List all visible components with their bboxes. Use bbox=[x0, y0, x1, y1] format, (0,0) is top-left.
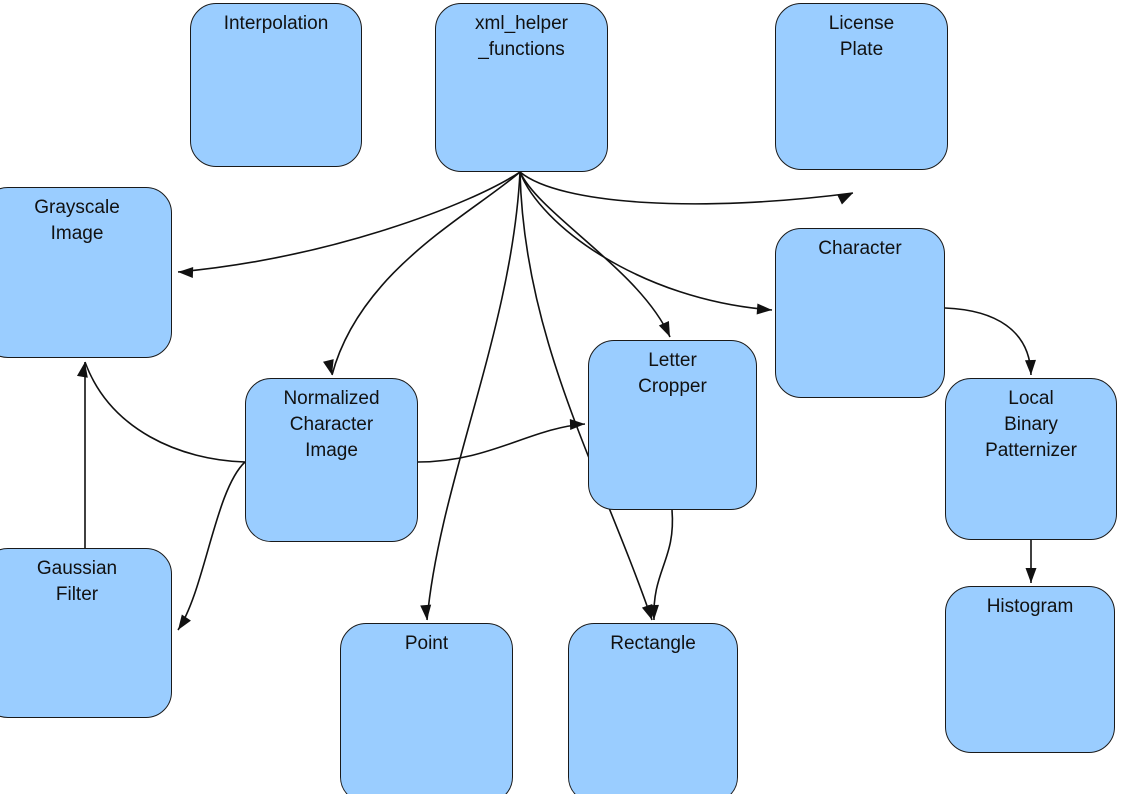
edge-line bbox=[417, 423, 586, 463]
node-xml_helper[interactable]: xml_helper _functions bbox=[435, 3, 608, 172]
arrowhead-icon bbox=[420, 604, 432, 620]
arrowhead-icon bbox=[658, 321, 670, 337]
edge-line bbox=[519, 171, 854, 205]
node-rectangle[interactable]: Rectangle bbox=[568, 623, 738, 794]
edge-normalized-to-gaussian bbox=[177, 461, 246, 631]
node-label-license_plate: License Plate bbox=[828, 13, 895, 60]
arrowhead-icon bbox=[178, 614, 191, 630]
node-label-gaussian: Gaussian Filter bbox=[36, 558, 118, 605]
edge-line bbox=[519, 171, 671, 338]
arrowhead-icon bbox=[641, 604, 653, 620]
edge-xml-to-character bbox=[519, 171, 773, 315]
edge-xml-to-grayscale bbox=[177, 171, 521, 279]
edge-line bbox=[944, 307, 1032, 376]
node-lbp[interactable]: Local Binary Patternizer bbox=[945, 378, 1117, 540]
edge-xml-to-point bbox=[420, 171, 521, 621]
arrowhead-icon bbox=[178, 267, 194, 279]
edge-line bbox=[177, 171, 521, 273]
edge-xml-to-lettercropper bbox=[519, 171, 671, 338]
edge-xml-to-normalized bbox=[323, 171, 521, 376]
edge-lettercropper-to-rectangle bbox=[647, 509, 674, 621]
arrowhead-icon bbox=[837, 193, 853, 205]
edge-line bbox=[426, 171, 521, 621]
node-interpolation[interactable]: Interpolation bbox=[190, 3, 362, 167]
edge-character-to-lbp bbox=[944, 307, 1036, 376]
arrowhead-icon bbox=[76, 362, 88, 378]
node-gaussian[interactable]: Gaussian Filter bbox=[0, 548, 172, 718]
node-label-grayscale: Grayscale Image bbox=[34, 197, 120, 244]
node-label-xml_helper: xml_helper _functions bbox=[475, 13, 568, 60]
node-label-histogram: Histogram bbox=[986, 596, 1074, 617]
arrowhead-icon bbox=[569, 419, 585, 431]
node-label-normalized: Normalized Character Image bbox=[283, 388, 380, 461]
edge-line bbox=[177, 461, 246, 631]
edge-normalized-to-grayscale bbox=[76, 361, 246, 463]
node-grayscale[interactable]: Grayscale Image bbox=[0, 187, 172, 358]
node-label-letter_cropper: Letter Cropper bbox=[638, 350, 707, 397]
edge-normalized-to-lettercropper bbox=[417, 419, 586, 463]
edge-line bbox=[331, 171, 521, 376]
node-letter_cropper[interactable]: Letter Cropper bbox=[588, 340, 757, 510]
edge-line bbox=[519, 171, 773, 311]
edge-lbp-to-histogram bbox=[1025, 540, 1037, 583]
node-label-point: Point bbox=[404, 633, 449, 654]
node-license_plate[interactable]: License Plate bbox=[775, 3, 948, 170]
edge-line bbox=[84, 361, 246, 463]
node-label-rectangle: Rectangle bbox=[610, 633, 696, 654]
arrowhead-icon bbox=[323, 359, 334, 375]
node-normalized[interactable]: Normalized Character Image bbox=[245, 378, 418, 542]
node-label-lbp: Local Binary Patternizer bbox=[985, 388, 1077, 461]
arrowhead-icon bbox=[1024, 359, 1036, 375]
arrowhead-icon bbox=[1025, 568, 1037, 583]
arrowhead-icon bbox=[756, 303, 772, 315]
node-label-interpolation: Interpolation bbox=[223, 13, 329, 34]
edge-line bbox=[653, 509, 674, 621]
node-character[interactable]: Character bbox=[775, 228, 945, 398]
node-point[interactable]: Point bbox=[340, 623, 513, 794]
node-label-character: Character bbox=[818, 238, 902, 259]
node-histogram[interactable]: Histogram bbox=[945, 586, 1115, 753]
edge-xml-to-licenseplate bbox=[519, 171, 854, 205]
arrowhead-icon bbox=[647, 604, 659, 620]
